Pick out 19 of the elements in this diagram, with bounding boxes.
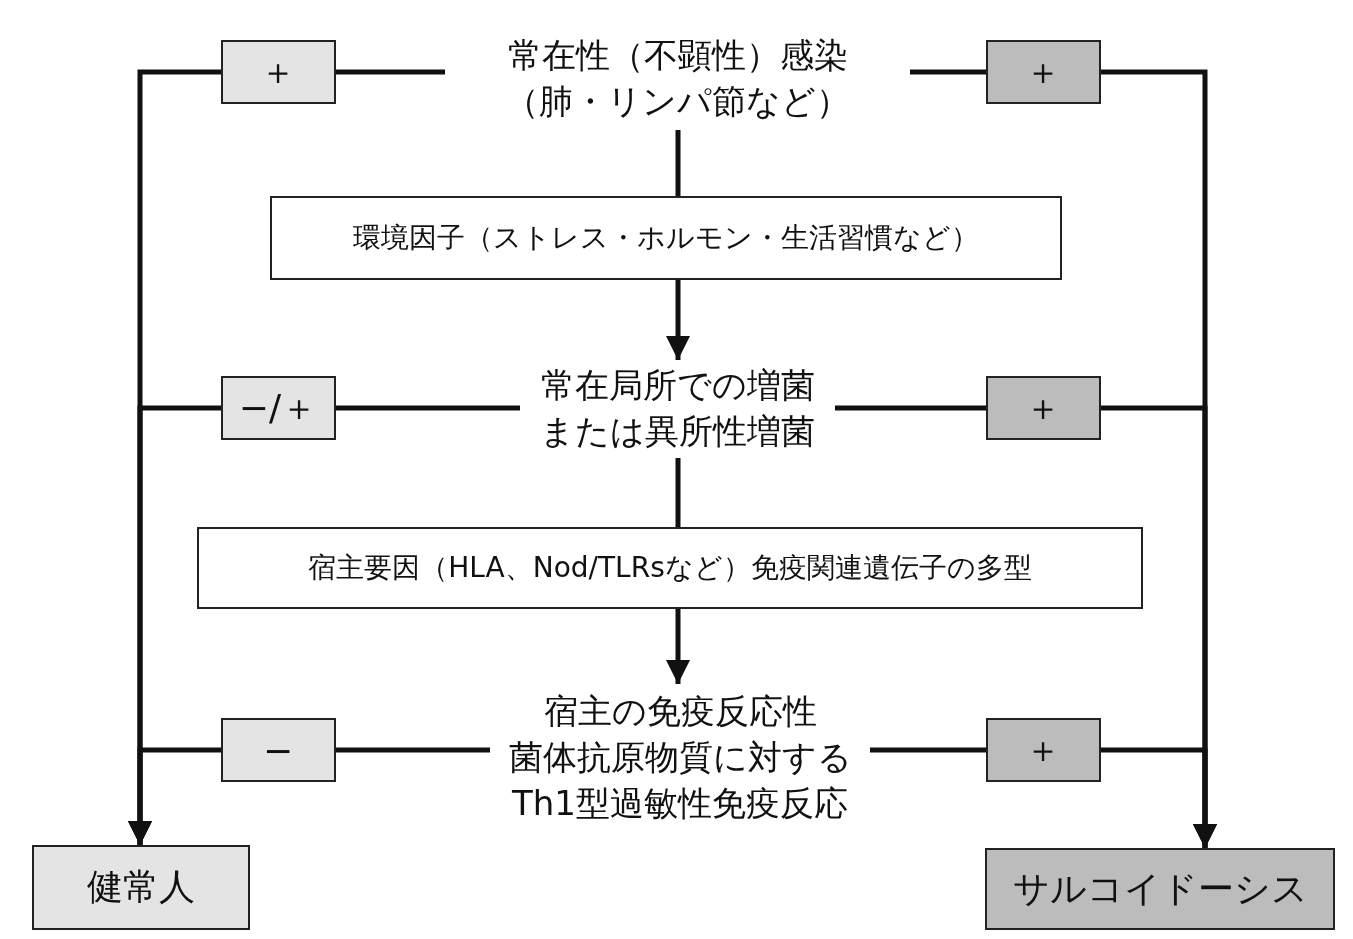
outcome-box: 健常人 xyxy=(32,845,250,930)
connector-line xyxy=(675,458,681,527)
connector-line xyxy=(675,130,681,196)
sign-box: − xyxy=(220,718,336,782)
arrow xyxy=(666,609,690,684)
sign-box: ＋ xyxy=(985,718,1101,782)
sign-box: ＋ xyxy=(220,40,336,104)
flow-text: 常在局所での増菌または異所性増菌 xyxy=(539,364,816,453)
flow-text: 宿主の免疫反応性 xyxy=(542,690,818,734)
factor-box: 宿主要因（HLA、Nod/TLRsなど）免疫関連遺伝子の多型 xyxy=(197,527,1143,609)
sign-box: ＋ xyxy=(985,376,1101,440)
flow-text: 菌体抗原物質に対するTh1型過敏性免疫反応 xyxy=(507,736,853,825)
flow-text: 常在性（不顕性）感染 xyxy=(507,34,848,78)
factor-box: 環境因子（ストレス・ホルモン・生活習慣など） xyxy=(270,196,1062,280)
flow-text: （肺・リンパ節など） xyxy=(505,80,850,123)
sign-box: ＋ xyxy=(985,40,1101,104)
arrow xyxy=(666,280,690,360)
outcome-box: サルコイドーシス xyxy=(985,848,1335,930)
sign-box: −/＋ xyxy=(220,376,336,440)
